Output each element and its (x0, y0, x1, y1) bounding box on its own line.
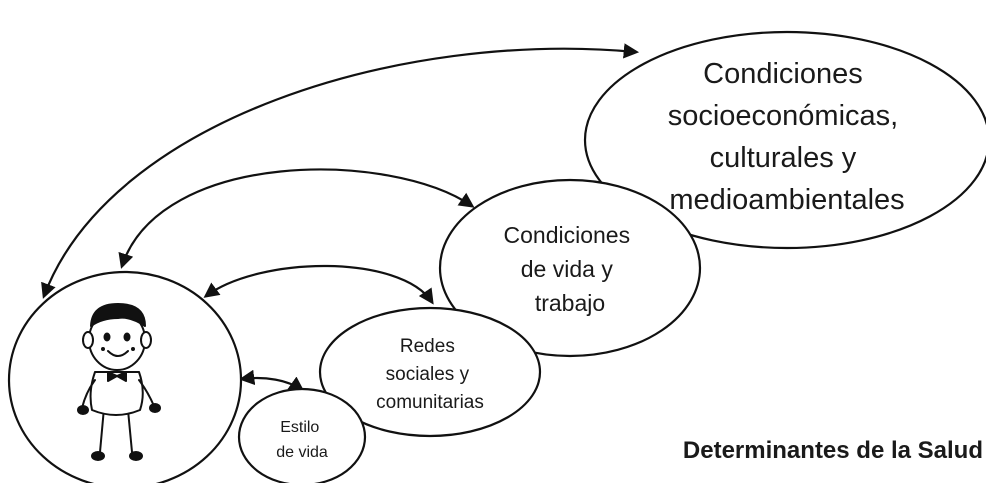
label-living-conditions-line: Condiciones (504, 222, 631, 248)
label-lifestyle-line: Estilo (280, 419, 319, 436)
arrow-person-living-conditions (118, 168, 475, 269)
label-living-conditions-line: trabajo (535, 290, 605, 316)
label-lifestyle: Estilo de vida (276, 419, 328, 461)
label-social-networks-line: sociales y (386, 364, 470, 385)
arrow-person-socioeconomic (41, 43, 640, 299)
label-socioeconomic-line: Condiciones (703, 58, 863, 90)
label-socioeconomic-line: socioeconómicas, (668, 100, 899, 132)
label-socioeconomic-line: culturales y (710, 142, 857, 174)
ellipse-lifestyle (237, 387, 367, 483)
label-social-networks-line: comunitarias (376, 392, 484, 413)
label-lifestyle-line: de vida (276, 444, 328, 461)
label-living-conditions: Condiciones de vida y trabajo (504, 222, 637, 316)
person-icon (77, 303, 161, 461)
label-social-networks-line: Redes (400, 336, 455, 357)
arrow-person-lifestyle (238, 369, 305, 392)
diagram-title: Determinantes de la Salud (683, 437, 983, 464)
label-social-networks: Redes sociales y comunitarias (376, 336, 484, 413)
arrow-person-social-networks (203, 264, 434, 305)
label-living-conditions-line: de vida y (521, 256, 614, 282)
ellipse-socioeconomic (583, 30, 986, 250)
label-socioeconomic-line: medioambientales (669, 184, 904, 216)
label-socioeconomic: Condiciones socioeconómicas, culturales … (668, 58, 907, 216)
ellipse-living-conditions (438, 178, 702, 358)
ellipse-social-networks (318, 306, 542, 438)
